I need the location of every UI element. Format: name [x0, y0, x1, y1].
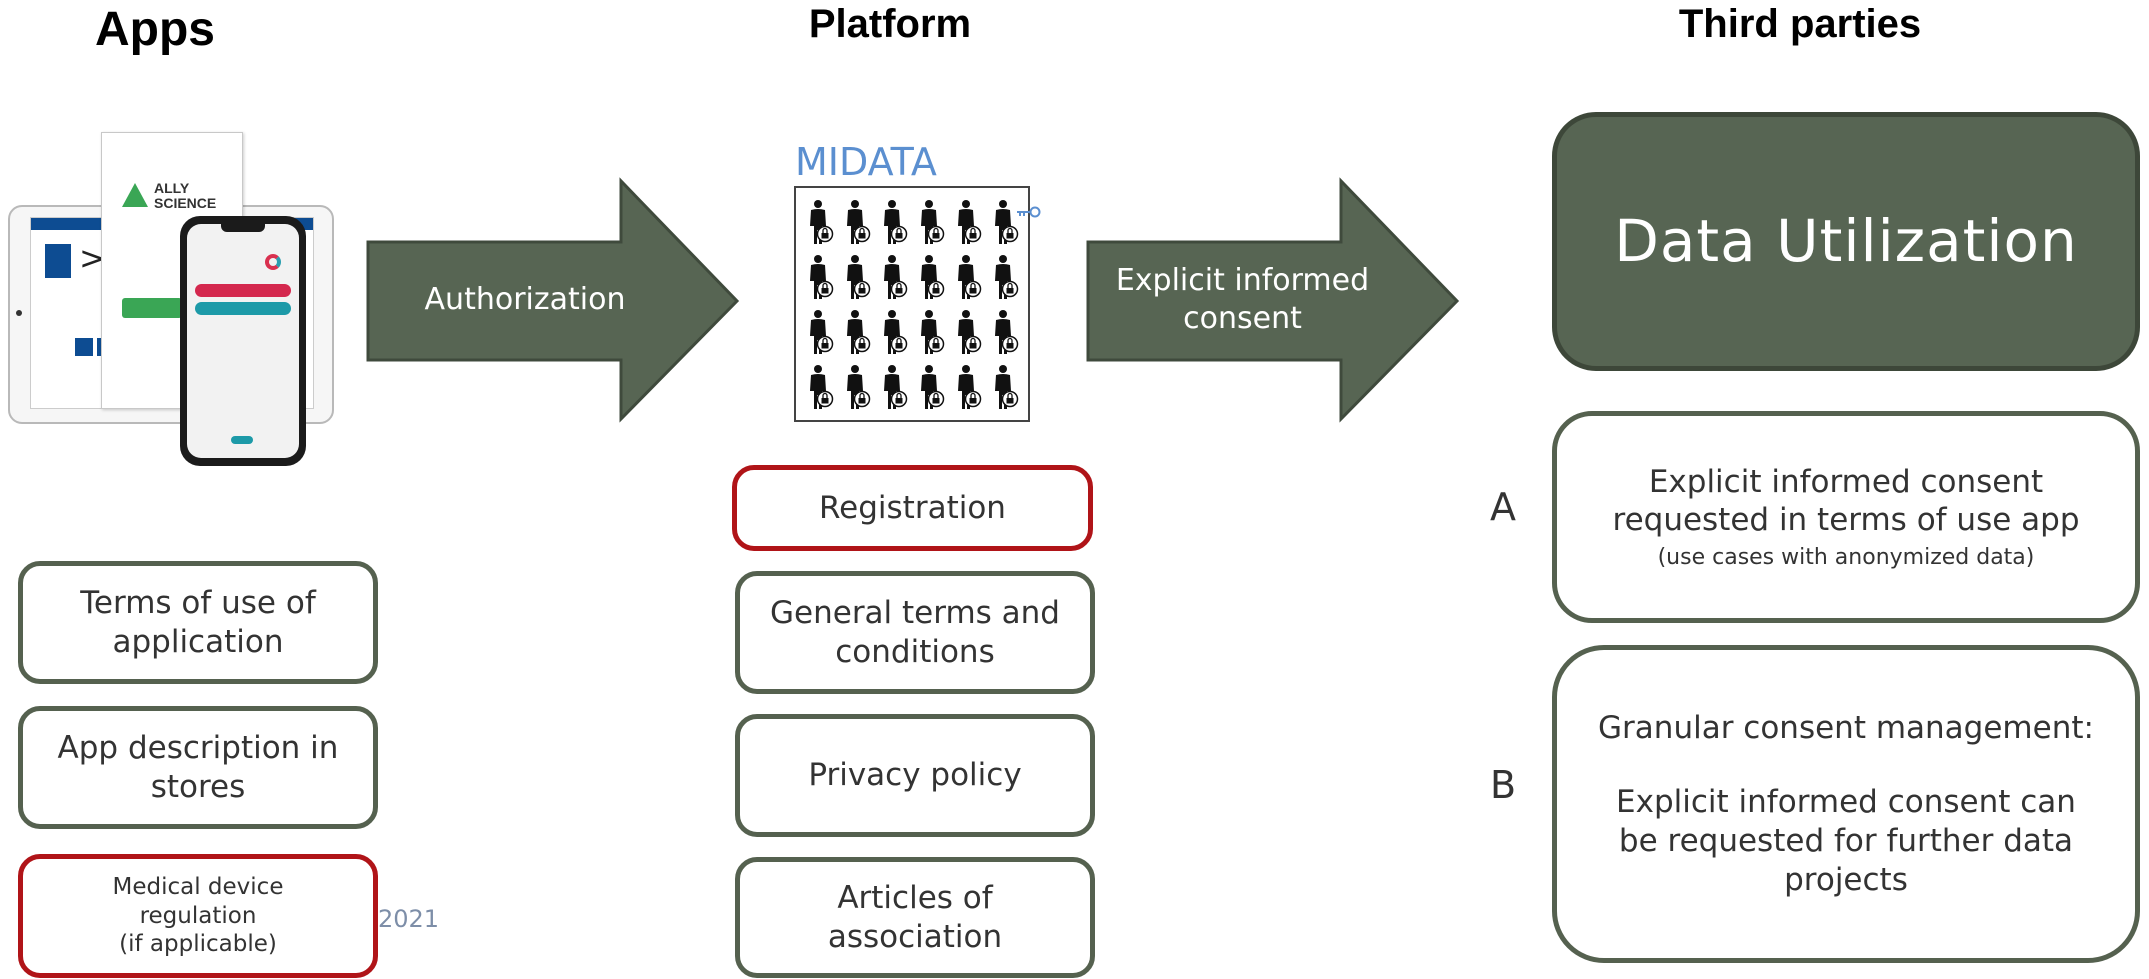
- phone-nav-pill: [231, 436, 253, 444]
- heading-platform: Platform: [808, 2, 972, 46]
- phone-red-button: [195, 284, 291, 297]
- locked-user-icon: [958, 255, 982, 299]
- phone-teal-button: [195, 302, 291, 315]
- locked-user-icon: [921, 255, 945, 299]
- locked-user-icon: [884, 310, 908, 354]
- locked-user-icon: [810, 200, 834, 244]
- locked-user-icon: [995, 365, 1019, 409]
- phone-device: [180, 216, 306, 466]
- locked-user-icon: [847, 310, 871, 354]
- locked-user-icon: [958, 310, 982, 354]
- registration-box: Registration: [732, 465, 1093, 551]
- locked-user-icon: [921, 200, 945, 244]
- consent-arrow-shape: [1086, 177, 1460, 423]
- option-a-letter: A: [1490, 485, 1516, 529]
- option-b-letter: B: [1490, 763, 1517, 807]
- phone-notch: [221, 224, 265, 232]
- year-label: 2021: [378, 905, 440, 933]
- locked-user-icon: [921, 310, 945, 354]
- paper-green-button: [122, 298, 182, 318]
- data-utilization-box: Data Utilization: [1552, 112, 2140, 371]
- locked-user-icon: [847, 255, 871, 299]
- locked-user-icon: [995, 255, 1019, 299]
- locked-user-icon: [958, 200, 982, 244]
- heading-apps: Apps: [95, 3, 215, 56]
- locked-user-icon: [810, 255, 834, 299]
- option-a-box: Explicit informed consent requested in t…: [1552, 411, 2140, 623]
- locked-user-icon: [958, 365, 982, 409]
- key-icon: [1017, 205, 1041, 218]
- privacy-policy-box: Privacy policy: [735, 714, 1095, 837]
- midata-logo: MIDATA: [795, 140, 937, 184]
- tablet-card: [45, 244, 71, 278]
- option-b-box: Granular consent management: Explicit in…: [1552, 645, 2140, 963]
- locked-user-icon: [995, 310, 1019, 354]
- locked-user-icon: [884, 255, 908, 299]
- ally-science-logo-icon: [122, 183, 148, 207]
- user-grid-svg: [810, 200, 1019, 409]
- locked-user-icon: [810, 310, 834, 354]
- locked-user-icon: [921, 365, 945, 409]
- midata-user-grid: [794, 186, 1030, 422]
- locked-user-icon: [884, 200, 908, 244]
- locked-user-icon: [810, 365, 834, 409]
- phone-screen: [187, 224, 299, 458]
- locked-user-icon: [995, 200, 1019, 244]
- locked-user-icon: [847, 365, 871, 409]
- locked-user-icon: [847, 200, 871, 244]
- phone-ring-icon: [265, 254, 281, 270]
- heading-third-parties: Third parties: [1678, 2, 1922, 46]
- tablet-camera: [16, 310, 22, 316]
- tablet-blue-square: [75, 338, 93, 356]
- locked-user-icon: [884, 365, 908, 409]
- authorization-arrow-shape: [366, 177, 740, 423]
- authorization-label: Authorization: [424, 282, 626, 317]
